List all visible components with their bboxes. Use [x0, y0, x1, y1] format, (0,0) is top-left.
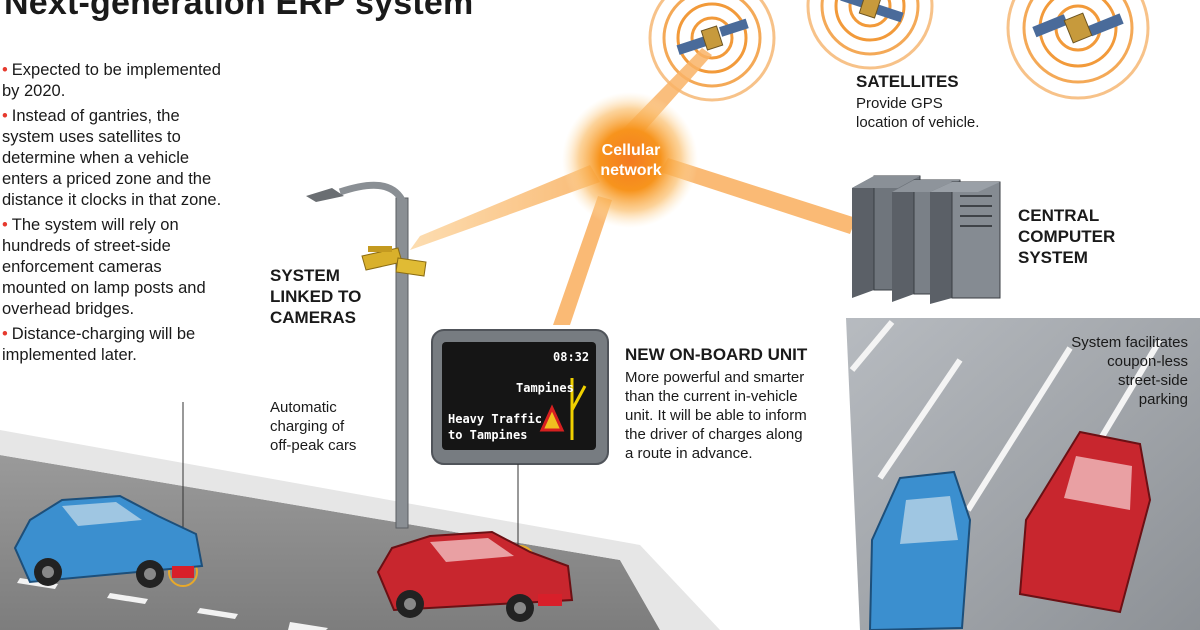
list-item: Distance-charging will be implemented la… [2, 324, 227, 366]
key-points-list: Expected to be implemented by 2020. Inst… [2, 60, 227, 370]
obu-screen-time: 08:32 [553, 350, 590, 364]
offpeak-label-line3: off-peak cars [270, 437, 357, 454]
satellite-icon [1032, 12, 1124, 44]
onboard-desc-line4: the driver of charges along [625, 426, 803, 443]
list-item: Instead of gantries, the system uses sat… [2, 106, 227, 211]
onboard-desc-line2: than the current in-vehicle [625, 388, 798, 405]
red-car [376, 530, 574, 622]
onboard-desc-line5: a route in advance. [625, 445, 753, 462]
parking-label-line1: System facilitates [1071, 334, 1188, 351]
cameras-label-line2: LINKED TO [270, 287, 362, 306]
central-computer-label-line3: SYSTEM [1018, 248, 1088, 267]
blue-car [13, 494, 204, 588]
satellite-icon [676, 18, 749, 55]
offpeak-label-line2: charging of [270, 418, 345, 435]
parking-label-line3: street-side [1117, 372, 1188, 389]
satellites-desc-line2: location of vehicle. [856, 114, 980, 131]
page-title: Next-generation ERP system [4, 0, 474, 22]
obu-screen-message-line1: Heavy Traffic [448, 412, 542, 426]
beam-to-computer [660, 158, 856, 234]
obu-screen-destination: Tampines [516, 381, 574, 395]
central-computer-label-line1: CENTRAL [1018, 206, 1100, 225]
list-item: The system will rely on hundreds of stre… [2, 215, 227, 320]
obu-screen-message-line2: to Tampines [448, 428, 528, 442]
satellite-icon [840, 0, 904, 23]
parked-blue-car [868, 470, 972, 630]
satellites-heading: SATELLITES [856, 72, 959, 91]
cellular-network-label-line2: network [600, 162, 662, 179]
cellular-network-glow [562, 92, 698, 228]
cameras-label-line1: SYSTEM [270, 266, 340, 285]
cameras-label-line3: CAMERAS [270, 308, 356, 327]
parked-red-car [1018, 430, 1152, 614]
satellites-desc-line1: Provide GPS [856, 95, 943, 112]
camera-icon [361, 246, 427, 277]
parking-label-line4: parking [1138, 391, 1188, 408]
onboard-desc-line3: unit. It will be able to inform [625, 407, 807, 424]
server-tower-icon [930, 181, 1001, 304]
lamp-post [306, 181, 409, 529]
beam-to-camera [410, 165, 600, 250]
list-item: Expected to be implemented by 2020. [2, 60, 227, 102]
beam-to-obu [553, 196, 612, 325]
central-computer-label-line2: COMPUTER [1018, 227, 1116, 246]
offpeak-label-line1: Automatic [270, 399, 337, 416]
warning-sign-icon [539, 404, 565, 432]
road-kerb [0, 430, 720, 630]
lane-markings [17, 578, 328, 630]
parking-label-line2: coupon-less [1107, 353, 1188, 370]
onboard-unit-heading: NEW ON-BOARD UNIT [625, 345, 808, 364]
cellular-network-label-line1: Cellular [601, 142, 661, 159]
onboard-desc-line1: More powerful and smarter [625, 369, 805, 386]
